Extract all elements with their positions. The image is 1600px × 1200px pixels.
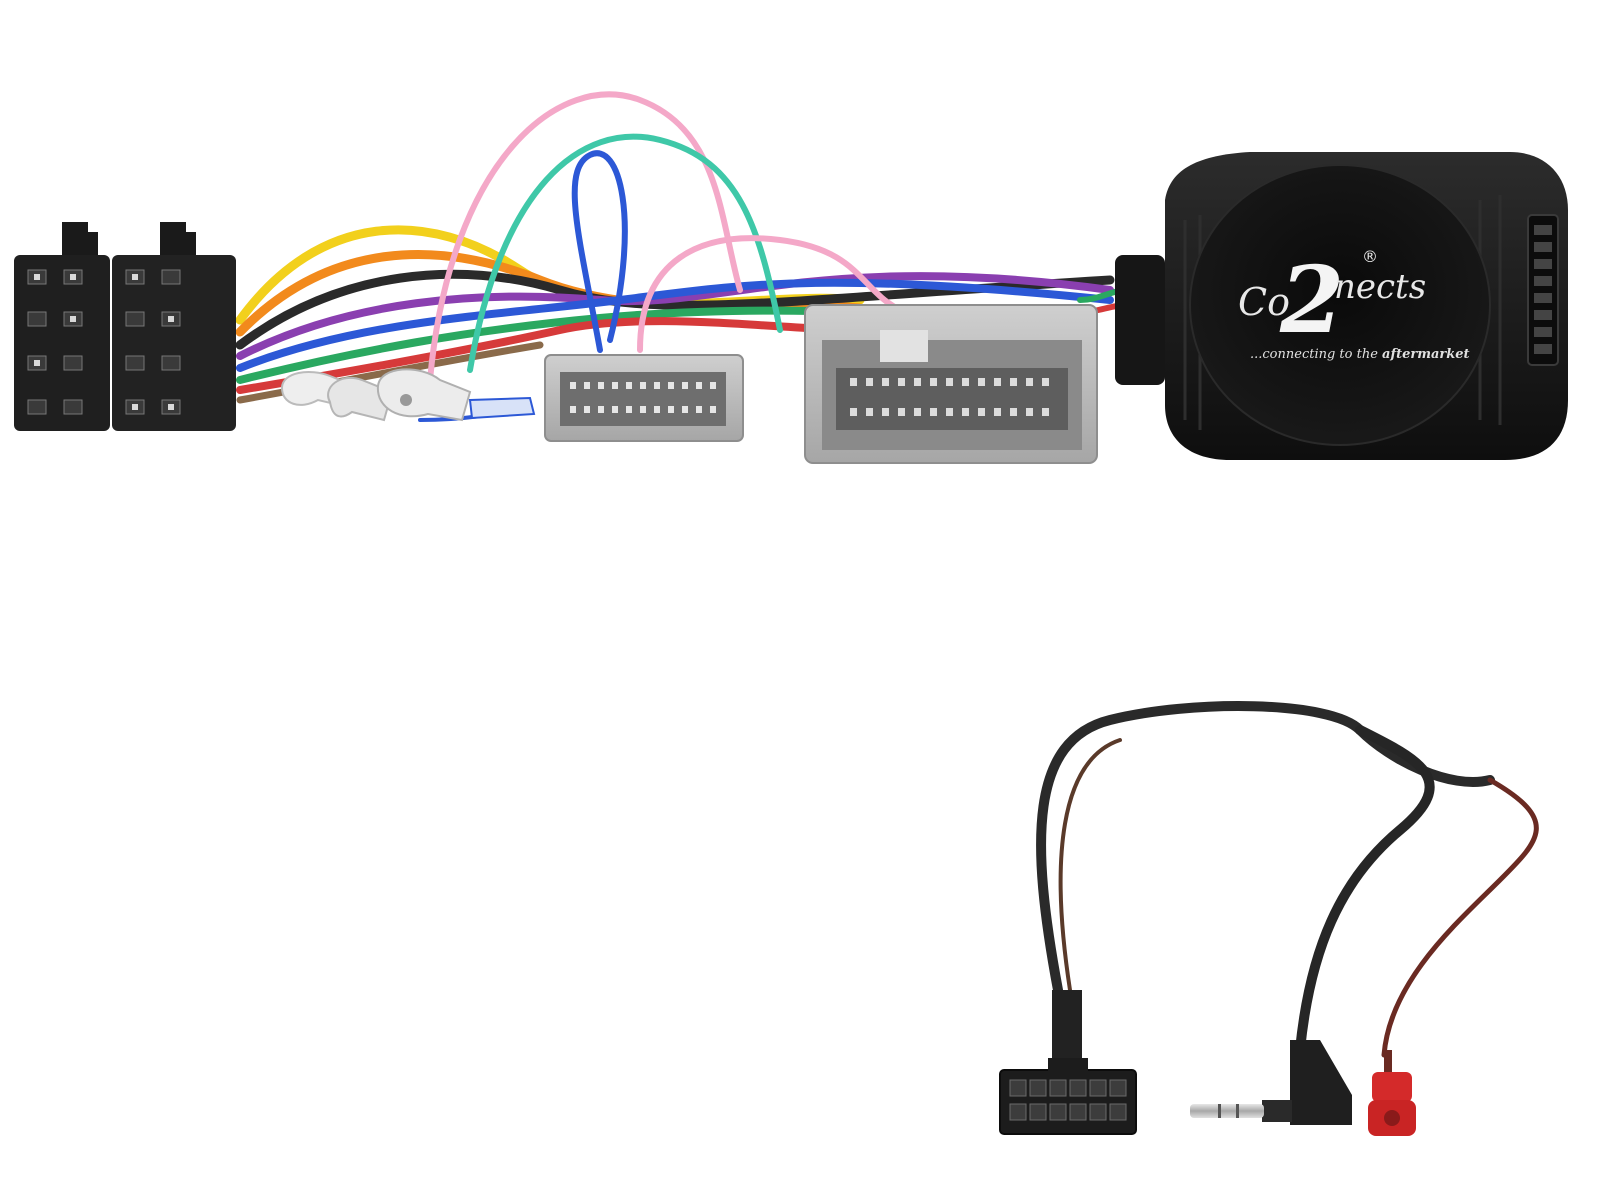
- audio-jack-plug: [1190, 1040, 1352, 1125]
- wire-red: [236, 317, 864, 394]
- bullet-terminals: [280, 368, 536, 422]
- lead-cable-red: [1381, 777, 1539, 1058]
- brand-tagline-prefix: ...connecting to the: [1250, 347, 1382, 362]
- red-connector: [1368, 1050, 1416, 1136]
- brand-name-left: Co: [1238, 280, 1290, 324]
- iso-connector-left: [14, 255, 110, 431]
- terminal-hole: [400, 394, 412, 406]
- iso-connector-pair: [14, 222, 236, 431]
- jack-shaft: [1190, 1104, 1264, 1118]
- module-logo-panel: [1189, 164, 1491, 446]
- grey-connector-large: [804, 304, 1098, 464]
- wire-blue-loop: [571, 150, 628, 353]
- wire-pink-loop: [427, 91, 743, 383]
- interface-module: Co 2 nects ® ...connecting to the afterm…: [1115, 152, 1568, 460]
- bullet-terminal-3: [376, 368, 472, 422]
- lead-cable-main: [1036, 701, 1495, 995]
- blue-ring-terminal: [468, 396, 536, 420]
- grey-connector-small-pins: [570, 382, 716, 413]
- module-side-port: [1527, 214, 1559, 366]
- wire-pink-loop-2: [637, 235, 903, 353]
- lead-cable-jack: [1295, 725, 1435, 1055]
- iso-connector-right: [112, 255, 236, 431]
- brand-tagline-emphasis: aftermarket: [1382, 347, 1469, 362]
- brand-digit: 2: [1279, 246, 1344, 354]
- iso-clip-left: [62, 222, 98, 255]
- brand-logo: Co 2 nects ® ...connecting to the afterm…: [1238, 246, 1470, 362]
- lead-cable-brown: [1058, 738, 1122, 992]
- wire-blue: [236, 278, 1114, 372]
- brand-tagline: ...connecting to the aftermarket: [1250, 347, 1470, 362]
- grey-connector-small: [544, 354, 744, 442]
- brand-registered-mark: ®: [1362, 247, 1378, 266]
- steering-lead: [1036, 701, 1539, 1058]
- grey-connector-large-pins: [850, 378, 1049, 416]
- multi-pin-plug: [999, 990, 1137, 1135]
- module-cable-boot: [1115, 255, 1165, 385]
- iso-clip-right: [160, 222, 196, 255]
- brand-name-right: nects: [1334, 267, 1426, 307]
